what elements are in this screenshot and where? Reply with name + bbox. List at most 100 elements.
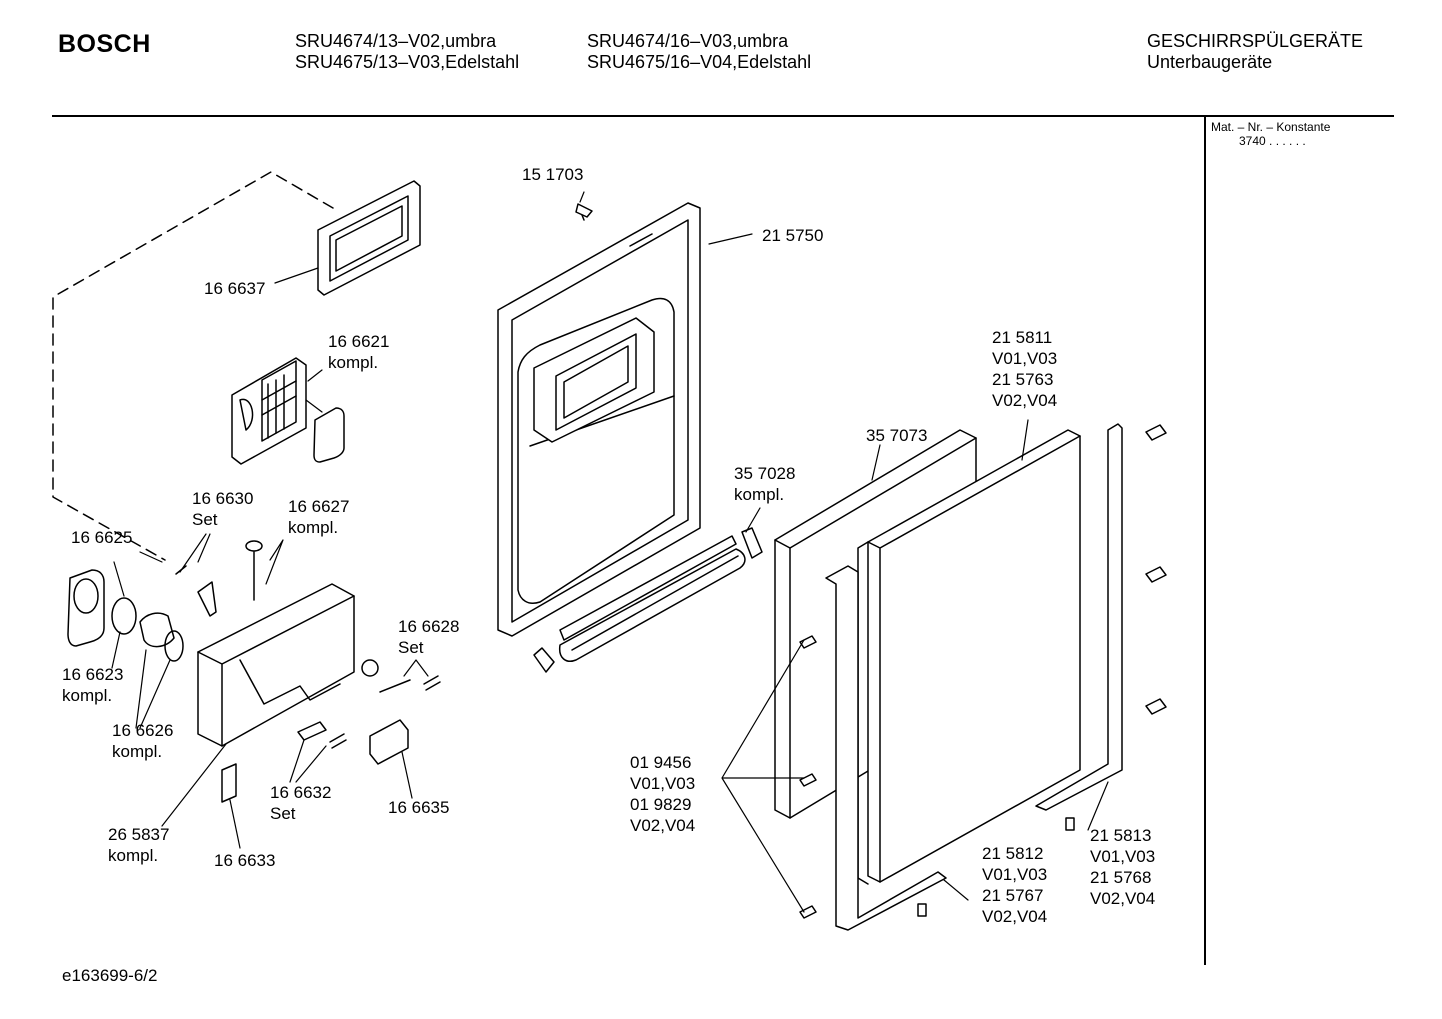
model-line: SRU4674/16–V03,umbra — [587, 31, 789, 51]
part-note: V02,V04 — [992, 391, 1058, 410]
part-151703-screw — [576, 204, 592, 220]
assembly-dashed-line — [53, 172, 333, 560]
side-divider — [1204, 115, 1206, 965]
label-357028: 35 7028 kompl. — [734, 463, 795, 505]
part-number: 21 5763 — [992, 370, 1054, 389]
label-166621: 16 6621 kompl. — [328, 331, 389, 373]
part-number: 21 5811 — [992, 328, 1053, 347]
part-166635-switch — [370, 720, 408, 764]
part-number: 21 5767 — [982, 886, 1044, 905]
part-note: kompl. — [62, 686, 113, 705]
part-number: 16 6637 — [204, 279, 266, 298]
part-number: 35 7073 — [866, 426, 928, 445]
part-number: 01 9829 — [630, 795, 692, 814]
part-166633-plate — [222, 764, 236, 802]
model-line: SRU4675/13–V03,Edelstahl — [295, 52, 520, 72]
label-166633: 16 6633 — [214, 850, 275, 871]
part-note: V02,V04 — [1090, 889, 1156, 908]
part-215750-inner-door — [498, 203, 700, 636]
part-number: 16 6627 — [288, 497, 350, 516]
part-166625-cap — [68, 570, 104, 646]
material-number-value: 3740 . . . . . . — [1239, 134, 1306, 148]
part-number: 16 6635 — [388, 798, 450, 817]
part-note: Set — [270, 804, 296, 823]
part-number: 26 5837 — [108, 825, 170, 844]
model-line: SRU4674/13–V02,umbra — [295, 31, 497, 51]
label-166637: 16 6637 — [204, 278, 265, 299]
part-number: 21 5813 — [1090, 826, 1152, 845]
header-divider — [52, 115, 1394, 117]
label-166632: 16 6632 Set — [270, 782, 331, 824]
part-215811-frame — [858, 430, 1080, 884]
model-line: SRU4675/16–V04,Edelstahl — [587, 52, 812, 72]
part-note: V01,V03 — [630, 774, 696, 793]
category: GESCHIRRSPÜLGERÄTE Unterbaugeräte — [1147, 31, 1363, 73]
part-note: V01,V03 — [992, 349, 1058, 368]
drawing-id: e163699-6/2 — [62, 966, 158, 985]
side-screws — [800, 425, 1166, 918]
part-number: 15 1703 — [522, 165, 584, 184]
part-note: V01,V03 — [982, 865, 1048, 884]
part-166628-set — [362, 660, 440, 692]
part-number: 16 6621 — [328, 332, 390, 351]
material-number-panel: Mat. – Nr. – Konstante 3740 . . . . . . — [1211, 120, 1330, 148]
label-215812: 21 5812 V01,V03 21 5767 V02,V04 — [982, 843, 1047, 927]
part-number: 21 5812 — [982, 844, 1044, 863]
label-166635: 16 6635 — [388, 797, 449, 818]
part-166632-set — [298, 722, 346, 748]
label-166627: 16 6627 kompl. — [288, 496, 349, 538]
label-166623: 16 6623 kompl. — [62, 664, 123, 706]
label-215811: 21 5811 V01,V03 21 5763 V02,V04 — [992, 327, 1057, 411]
part-number: 21 5750 — [762, 226, 824, 245]
part-note: kompl. — [108, 846, 159, 865]
part-note: kompl. — [112, 742, 163, 761]
part-number: 01 9456 — [630, 753, 692, 772]
part-note: kompl. — [328, 353, 379, 372]
model-list-1: SRU4674/13–V02,umbra SRU4675/13–V03,Edel… — [295, 31, 519, 73]
part-number: 21 5768 — [1090, 868, 1152, 887]
part-166626-ring — [165, 631, 183, 661]
part-166623-ring — [112, 598, 136, 634]
label-166625: 16 6625 — [71, 527, 132, 548]
label-215813: 21 5813 V01,V03 21 5768 V02,V04 — [1090, 825, 1155, 909]
category-title: GESCHIRRSPÜLGERÄTE — [1147, 31, 1364, 51]
label-166628: 16 6628 Set — [398, 616, 459, 658]
part-note: kompl. — [288, 518, 339, 537]
label-215750: 21 5750 — [762, 225, 823, 246]
part-note: V02,V04 — [630, 816, 696, 835]
part-166630-lever — [176, 566, 216, 616]
part-note: kompl. — [734, 485, 785, 504]
part-note: Set — [192, 510, 218, 529]
part-215813-strip — [1036, 424, 1122, 810]
part-number: 35 7028 — [734, 464, 796, 483]
part-166621-filter — [232, 358, 344, 464]
part-number: 16 6625 — [71, 528, 133, 547]
part-number: 16 6633 — [214, 851, 276, 870]
material-number-title: Mat. – Nr. – Konstante — [1211, 120, 1331, 134]
category-subtitle: Unterbaugeräte — [1147, 52, 1273, 72]
label-019456: 01 9456 V01,V03 01 9829 V02,V04 — [630, 752, 695, 836]
label-166630: 16 6630 Set — [192, 488, 253, 530]
part-166627-valve — [246, 541, 262, 600]
label-357073: 35 7073 — [866, 425, 927, 446]
part-number: 16 6632 — [270, 783, 332, 802]
model-list-2: SRU4674/16–V03,umbra SRU4675/16–V04,Edel… — [587, 31, 811, 73]
brand-logo: BOSCH — [58, 30, 151, 58]
part-215812-channel — [826, 566, 946, 930]
label-151703: 15 1703 — [522, 164, 583, 185]
part-166626-cap — [140, 613, 174, 646]
part-note: V02,V04 — [982, 907, 1048, 926]
label-166626: 16 6626 kompl. — [112, 720, 173, 762]
part-number: 16 6623 — [62, 665, 124, 684]
part-note: Set — [398, 638, 424, 657]
part-265837-dosing-unit — [198, 584, 354, 746]
part-note: V01,V03 — [1090, 847, 1156, 866]
leader-lines — [112, 192, 1108, 912]
part-number: 16 6626 — [112, 721, 174, 740]
part-357028-rail — [534, 528, 762, 672]
part-number: 16 6630 — [192, 489, 254, 508]
part-166637-frame — [318, 181, 420, 295]
part-number: 16 6628 — [398, 617, 460, 636]
label-265837: 26 5837 kompl. — [108, 824, 169, 866]
